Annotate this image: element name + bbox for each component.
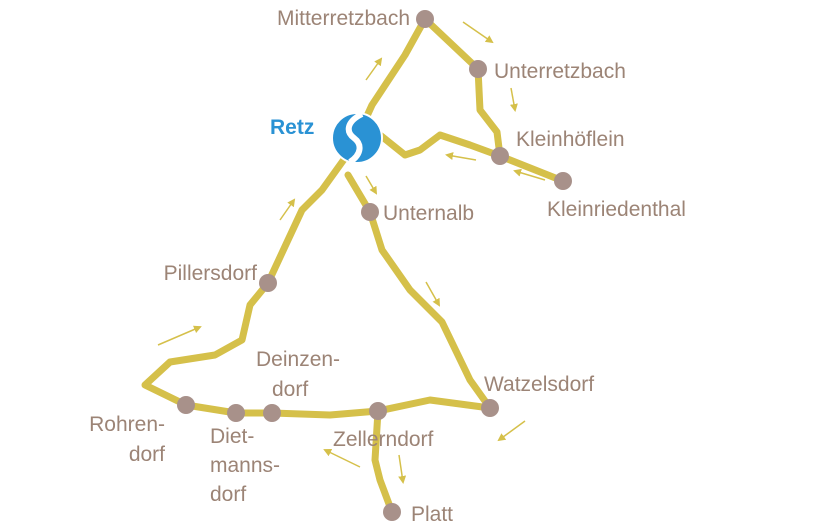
stop-unternalb[interactable] — [361, 203, 379, 221]
label-deinzendorf-2: dorf — [272, 378, 308, 401]
stop-deinzendorf[interactable] — [263, 404, 281, 422]
label-dietmannsdorf-3: dorf — [210, 483, 246, 506]
s-bahn-logo-icon[interactable] — [331, 111, 383, 165]
arrow-icon — [365, 57, 383, 81]
label-dietmannsdorf-1: Diet- — [210, 425, 254, 448]
arrow-icon — [365, 175, 378, 195]
stop-rohrendorf[interactable] — [177, 396, 195, 414]
stop-dietmannsdorf[interactable] — [227, 404, 245, 422]
stop-unterretzbach[interactable] — [469, 60, 487, 78]
hub-label-retz: Retz — [270, 116, 314, 139]
stop-zellerndorf[interactable] — [369, 402, 387, 420]
route-north-loop — [353, 15, 504, 160]
direction-arrows — [157, 21, 546, 484]
label-dietmannsdorf-2: manns- — [210, 454, 280, 477]
label-platt: Platt — [411, 503, 453, 526]
label-kleinriedenthal: Kleinriedenthal — [547, 198, 686, 221]
arrow-icon — [462, 21, 494, 44]
label-rohrendorf-1: Rohren- — [89, 413, 165, 436]
label-rohrendorf-2: dorf — [129, 443, 165, 466]
route-kleinriedenthal-branch — [496, 152, 567, 185]
route-south-loop — [141, 154, 494, 419]
stops — [177, 10, 572, 521]
arrow-icon — [279, 198, 296, 221]
stop-watzelsdorf[interactable] — [481, 399, 499, 417]
arrow-icon — [425, 281, 440, 307]
label-unterretzbach: Unterretzbach — [494, 60, 626, 83]
route-platt-branch — [371, 407, 396, 516]
stop-mitterretzbach[interactable] — [416, 10, 434, 28]
arrow-icon — [323, 449, 361, 468]
label-mitterretzbach: Mitterretzbach — [277, 7, 410, 30]
stop-platt[interactable] — [383, 503, 401, 521]
label-watzelsdorf: Watzelsdorf — [484, 373, 594, 396]
stop-kleinriedenthal[interactable] — [554, 172, 572, 190]
stop-kleinhoeflein[interactable] — [491, 147, 509, 165]
arrow-icon — [497, 420, 526, 442]
label-pillersdorf: Pillersdorf — [164, 262, 258, 285]
arrow-icon — [509, 87, 518, 112]
label-zellerndorf: Zellerndorf — [333, 428, 434, 451]
arrow-icon — [157, 325, 202, 346]
stop-pillersdorf[interactable] — [259, 274, 277, 292]
arrow-icon — [513, 168, 546, 181]
arrow-icon — [445, 152, 477, 161]
arrow-icon — [398, 454, 407, 484]
label-kleinhoeflein: Kleinhöflein — [516, 128, 625, 151]
label-unternalb: Unternalb — [383, 202, 474, 225]
label-deinzendorf-1: Deinzen- — [256, 348, 340, 371]
